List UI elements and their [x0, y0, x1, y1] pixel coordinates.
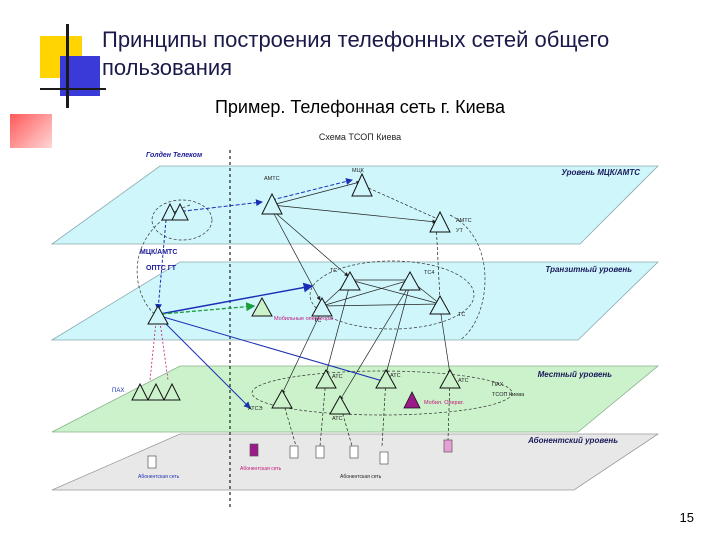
decor-horizontal-line: [40, 88, 106, 90]
plane-subscriber: [51, 433, 660, 491]
node-loc-b: [375, 368, 397, 389]
level-label-mck: Уровень МЦК/АМТС: [561, 168, 640, 177]
label-sub-b: Абонентская сеть: [240, 466, 282, 472]
node-mck-a: [351, 172, 373, 197]
label-mobile: Мобильные операторы: [274, 316, 333, 322]
node-mck-b: [261, 192, 283, 215]
label-loc-b: АТС: [390, 373, 401, 379]
ring-mck-left: [151, 199, 213, 241]
label-tr-d: ТС: [458, 312, 465, 318]
label-tr-b: ТС4: [424, 270, 434, 276]
level-label-local: Местный уровень: [538, 370, 613, 379]
ring-outer-right: [449, 214, 486, 341]
node-mobile2: [403, 391, 421, 409]
label-mobile2: Мобил. Операт.: [424, 400, 464, 406]
page-number: 15: [679, 510, 694, 525]
org-label-opts: ОПТС ГТ: [146, 265, 177, 272]
diagram-caption: Схема ТСОП Киева: [319, 132, 401, 142]
label-loc-c: АТС: [458, 378, 469, 384]
ring-transit: [309, 260, 475, 330]
level-label-subscriber: Абонентский уровень: [527, 436, 618, 445]
node-tr-b: [399, 270, 421, 291]
node-mck-c: [429, 210, 451, 233]
node-loc-c: [439, 368, 461, 389]
sub-equip-6: [379, 451, 389, 465]
pink-link-down: [149, 321, 157, 381]
sub-equip-3: [289, 445, 299, 459]
node-pbx-1: [131, 382, 149, 401]
label-tr-c: ТС: [314, 318, 321, 324]
label-loc-e: АТС: [332, 416, 343, 422]
node-pbx-2: [147, 382, 165, 401]
slide-subtitle: Пример. Телефонная сеть г. Киева: [214, 97, 506, 117]
sub-equip-5: [349, 445, 359, 459]
node-mobile: [251, 296, 273, 317]
node-pbx-3: [163, 382, 181, 401]
plane-local: [51, 365, 660, 433]
decor-vertical-line: [66, 24, 69, 108]
node-loc-a: [315, 368, 337, 389]
node-loc-e: [329, 394, 351, 415]
label-sub-c: Абонентская сеть: [340, 474, 382, 480]
sub-equip-7: [443, 439, 453, 453]
node-tr-c: [311, 296, 333, 317]
node-tr-a: [339, 270, 361, 291]
slide-title: Принципы построения телефонных сетей общ…: [102, 27, 610, 80]
label-mck-c2: УТ: [456, 228, 463, 234]
sub-equip-1: [147, 455, 157, 469]
label-loc-g: ТСОП Киева: [492, 392, 525, 398]
node-tr-d: [429, 294, 451, 315]
label-pbx: ПАХ: [112, 388, 124, 394]
label-sub-a: Абонентская сеть: [138, 474, 180, 480]
label-tr-a: ТС: [330, 268, 337, 274]
node-mck-left-2: [171, 202, 189, 221]
node-opts: [147, 304, 169, 325]
node-loc-d: [271, 388, 293, 409]
plane-transit: [50, 261, 659, 341]
sub-equip-4: [315, 445, 325, 459]
plane-mck: [50, 165, 659, 245]
org-label-mtsk: МЦК/АМТС: [140, 249, 177, 256]
pink-link-down-2: [159, 321, 169, 381]
decor-red-square: [10, 114, 52, 148]
level-label-transit: Транзитный уровень: [545, 265, 632, 274]
label-mck-a: МЦК: [352, 168, 365, 174]
label-loc-f: ПАХ: [492, 382, 504, 388]
ring-local: [251, 370, 513, 416]
sub-equip-2: [249, 443, 259, 457]
label-loc-a: АТС: [332, 374, 343, 380]
label-mck-c: АМТС: [456, 218, 472, 224]
ring-outer-left: [136, 204, 191, 319]
green-link: [161, 302, 256, 315]
org-label-top: Голден Телеком: [146, 151, 203, 159]
label-loc-d: АТСЭ: [248, 406, 263, 412]
label-mck-b: АМТС: [264, 176, 280, 182]
